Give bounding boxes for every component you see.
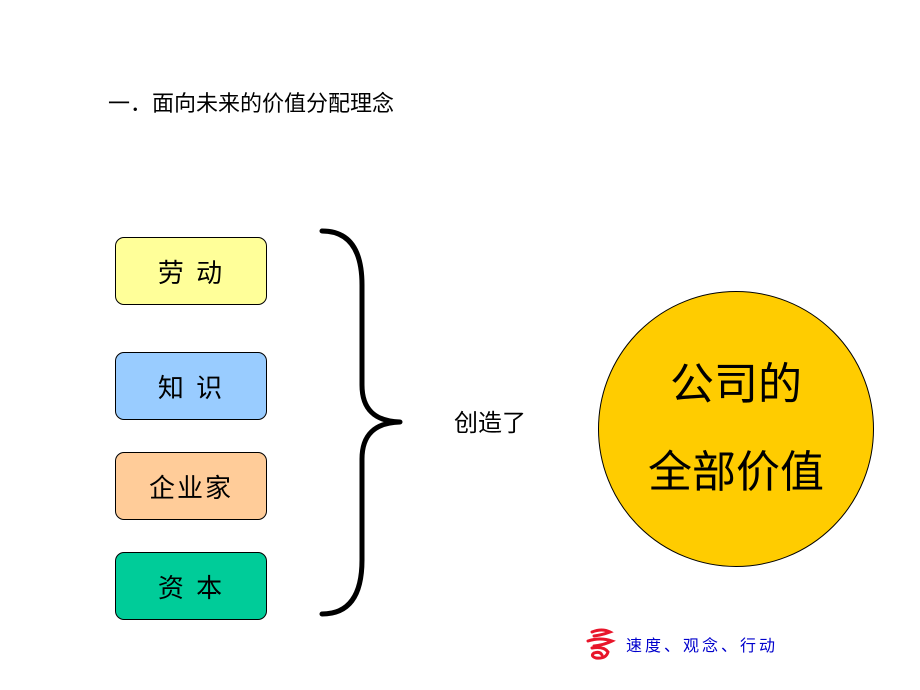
factor-box-capital: 资 本: [115, 552, 267, 620]
footer-slogan: 速度、观念、行动: [626, 636, 779, 655]
factor-box-entrepreneur: 企业家: [115, 452, 267, 520]
factor-box-labor: 劳 动: [115, 237, 267, 305]
page-title: 一．面向未来的价值分配理念: [108, 92, 395, 117]
circle-text-line-1: 公司的: [670, 359, 802, 410]
right-brace-icon: [319, 228, 403, 617]
company-value-circle: 公司的 全部价值: [598, 291, 874, 567]
created-label: 创造了: [454, 409, 526, 437]
red-swirl-logo-icon: [586, 628, 616, 660]
footer: 速度、观念、行动: [580, 626, 778, 662]
factor-box-knowledge: 知 识: [115, 352, 267, 420]
circle-text-line-2: 全部价值: [648, 447, 824, 498]
